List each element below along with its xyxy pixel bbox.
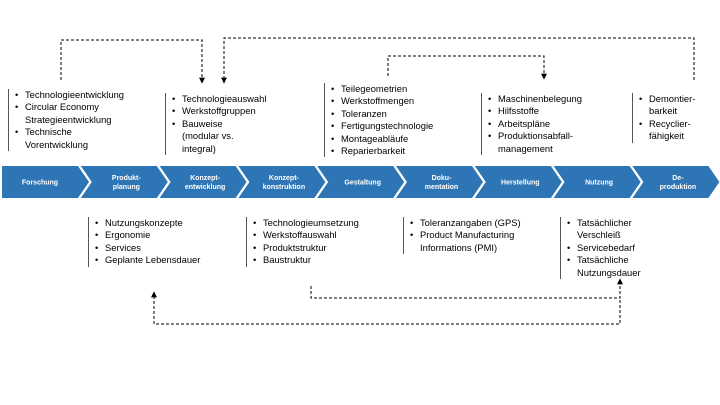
bullet-item: Werkstoffgruppen — [172, 105, 292, 118]
bullet-item: Technische Vorentwicklung — [15, 126, 165, 151]
bullet-item: Ergonomie — [95, 229, 245, 242]
bullet-list: NutzungskonzepteErgonomieServicesGeplant… — [95, 217, 245, 267]
connector-gestaltung-to-herstellung — [387, 55, 547, 80]
chevron-shape — [2, 166, 89, 198]
bullet-item: Reparierbarkeit — [331, 145, 456, 158]
info-box-top-gestaltung: TeilegeometrienWerkstoffmengenToleranzen… — [324, 83, 456, 158]
info-box-top-herstellung: MaschinenbelegungHilfsstoffeArbeitspläne… — [481, 93, 608, 156]
phase-chevron-forschung: Forschung — [2, 166, 89, 198]
chevron-shape — [238, 166, 326, 198]
bullet-item: Technologieumsetzung — [253, 217, 393, 230]
bullet-list: TechnologieauswahlWerkstoffgruppenBauwei… — [172, 93, 292, 155]
bullet-item: Teilegeometrien — [331, 83, 456, 96]
bullet-list: MaschinenbelegungHilfsstoffeArbeitspläne… — [488, 93, 608, 155]
bullet-item: Technologieauswahl — [172, 93, 292, 106]
info-box-top-forschung: TechnologieentwicklungCircular Economy S… — [8, 89, 165, 152]
phase-chevron-nutzung: Nutzung — [553, 166, 641, 198]
chevron-shape — [80, 166, 168, 198]
bullet-item: Bauweise (modular vs. integral) — [172, 118, 292, 155]
info-box-top-deproduktion: Demontier- barkeitRecyclier- fähigkeit — [632, 93, 714, 143]
chevron-shape — [632, 166, 720, 198]
chevron-shape — [317, 166, 405, 198]
bullet-item: Produktstruktur — [253, 242, 393, 255]
phase-label: Herstellung — [501, 180, 540, 187]
chevron-shape — [159, 166, 247, 198]
bullet-item: Servicebedarf — [567, 242, 677, 255]
phase-label: Nutzung — [585, 180, 613, 187]
chevron-shape — [396, 166, 483, 198]
bullet-item: Werkstoffauswahl — [253, 229, 393, 242]
bullet-item: Werkstoffmengen — [331, 95, 456, 108]
bullet-item: Tatsächliche Nutzungsdauer — [567, 254, 677, 279]
bullet-item: Maschinenbelegung — [488, 93, 608, 106]
info-box-bottom-konzeptkonstruktion: TechnologieumsetzungWerkstoffauswahlProd… — [246, 217, 393, 267]
phase-label: Konzept-konstruktion — [263, 175, 305, 191]
chevron-shape — [553, 166, 641, 198]
phase-chevron-dokumentation: Doku-mentation — [396, 166, 483, 198]
bullet-item: Toleranzen — [331, 108, 456, 121]
bullet-item: Nutzungskonzepte — [95, 217, 245, 230]
bullet-list: Toleranzangaben (GPS)Product Manufacturi… — [410, 217, 550, 254]
phase-chevron-produktplanung: Produkt-planung — [80, 166, 168, 198]
phase-label: Doku-mentation — [425, 175, 458, 191]
bullet-item: Services — [95, 242, 245, 255]
bullet-item: Baustruktur — [253, 254, 393, 267]
phase-chevron-konzeptkonstruktion: Konzept-konstruktion — [238, 166, 326, 198]
connector-nutzung-to-produktplanung — [151, 291, 621, 325]
bullet-item: Toleranzangaben (GPS) — [410, 217, 550, 230]
phase-chevron-herstellung: Herstellung — [474, 166, 562, 198]
connector-konzeptkonstruktion-to-nutzung — [310, 278, 623, 299]
connector-group — [60, 37, 695, 325]
info-box-bottom-produktplanung: NutzungskonzepteErgonomieServicesGeplant… — [88, 217, 245, 267]
phase-chevron-deproduktion: De-produktion — [632, 166, 720, 198]
info-box-top-konzeptentwicklung: TechnologieauswahlWerkstoffgruppenBauwei… — [165, 93, 292, 156]
bullet-item: Recyclier- fähigkeit — [639, 118, 714, 143]
bullet-item: Product Manufacturing Informations (PMI) — [410, 229, 550, 254]
bullet-item: Montageabläufe — [331, 133, 456, 146]
bullet-item: Arbeitspläne — [488, 118, 608, 131]
phase-label: Forschung — [22, 180, 58, 187]
phase-chevron-konzeptentwicklung: Konzept-entwicklung — [159, 166, 247, 198]
bullet-list: TechnologieentwicklungCircular Economy S… — [15, 89, 165, 151]
bullet-list: TeilegeometrienWerkstoffmengenToleranzen… — [331, 83, 456, 158]
phase-label: De-produktion — [660, 175, 697, 191]
bullet-item: Geplante Lebensdauer — [95, 254, 245, 267]
bullet-item: Technologieentwicklung — [15, 89, 165, 102]
chevron-shape — [474, 166, 562, 198]
phase-label: Gestaltung — [344, 180, 381, 187]
phase-label: Konzept-entwicklung — [185, 175, 225, 191]
bullet-list: TechnologieumsetzungWerkstoffauswahlProd… — [253, 217, 393, 267]
bullet-item: Produktionsabfall- management — [488, 130, 608, 155]
info-box-bottom-nutzung: Tatsächlicher VerschleißServicebedarfTat… — [560, 217, 677, 280]
connector-forschung-to-konzeptentwicklung — [60, 39, 205, 84]
bullet-list: Tatsächlicher VerschleißServicebedarfTat… — [567, 217, 677, 279]
info-box-bottom-dokumentation: Toleranzangaben (GPS)Product Manufacturi… — [403, 217, 550, 255]
bullet-item: Circular Economy Strategieentwicklung — [15, 101, 165, 126]
connector-deproduktion-to-konzeptentwicklung — [221, 37, 695, 84]
phase-chevron-gestaltung: Gestaltung — [317, 166, 405, 198]
bullet-item: Tatsächlicher Verschleiß — [567, 217, 677, 242]
phase-label: Produkt-planung — [112, 175, 141, 191]
bullet-list: Demontier- barkeitRecyclier- fähigkeit — [639, 93, 714, 143]
bullet-item: Fertigungstechnologie — [331, 120, 456, 133]
bullet-item: Hilfsstoffe — [488, 105, 608, 118]
phase-chevron-row: Forschung Produkt-planung Konzept-entwickl… — [2, 166, 720, 198]
bullet-item: Demontier- barkeit — [639, 93, 714, 118]
